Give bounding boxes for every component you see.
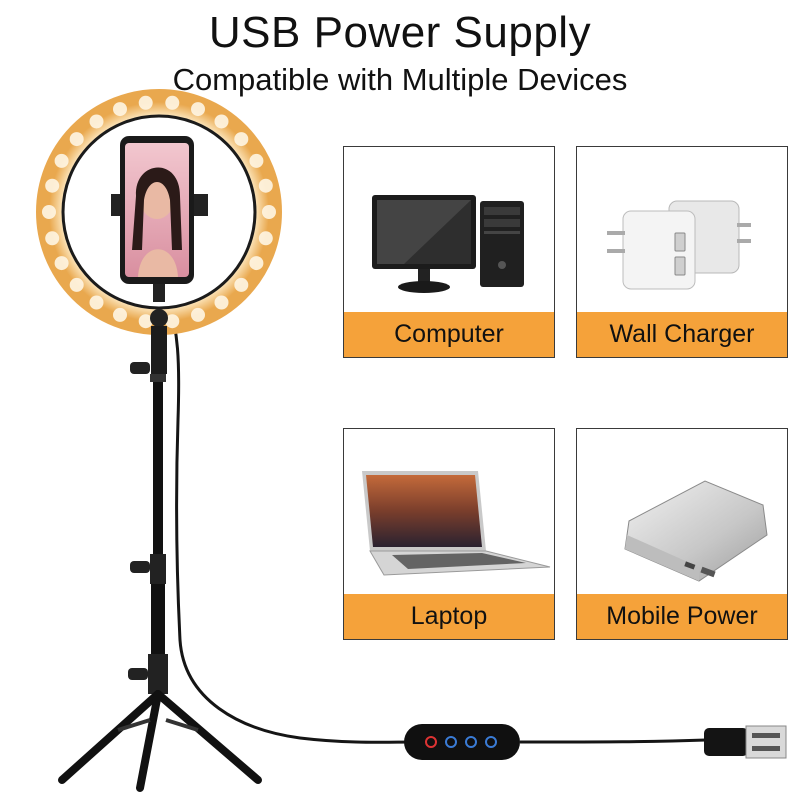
usb-plug-icon — [704, 725, 787, 759]
led-dot — [45, 231, 60, 246]
led-dot — [89, 114, 104, 129]
led-dot — [138, 95, 153, 110]
phone-holder — [111, 194, 208, 302]
page-title: USB Power Supply — [208, 8, 592, 57]
tripod-pole — [128, 374, 168, 694]
device-card-mobile-power: Mobile Power — [576, 428, 788, 640]
device-label-computer: Computer — [344, 312, 554, 357]
led-dot — [262, 205, 276, 219]
led-dot — [165, 314, 180, 329]
led-dot — [45, 178, 60, 193]
led-dot — [54, 256, 69, 271]
led-dot — [165, 95, 180, 110]
led-dot — [214, 295, 229, 310]
led-dot — [42, 205, 56, 219]
led-dot — [258, 231, 273, 246]
computer-icon — [372, 195, 524, 293]
led-dot — [113, 307, 127, 322]
led-dot — [234, 132, 249, 147]
device-label-mobile-power: Mobile Power — [577, 594, 787, 639]
led-dot — [54, 153, 69, 168]
led-dot — [234, 277, 249, 292]
led-dots — [42, 95, 276, 329]
tripod-braces — [117, 718, 199, 732]
led-dot — [69, 277, 84, 292]
laptop-icon — [362, 471, 551, 576]
device-card-wall-charger: Wall Charger — [576, 146, 788, 358]
led-dot — [89, 295, 104, 310]
usb-controller — [404, 724, 520, 760]
wall-charger-icon — [607, 200, 751, 290]
led-dot — [138, 314, 153, 329]
phone-icon — [120, 136, 194, 284]
led-dot — [258, 178, 273, 193]
device-card-laptop: Laptop — [343, 428, 555, 640]
page-subtitle: Compatible with Multiple Devices — [172, 62, 628, 97]
power-bank-icon — [624, 480, 768, 582]
led-dot — [69, 132, 84, 147]
stand-neck — [151, 326, 167, 374]
device-label-laptop: Laptop — [344, 594, 554, 639]
usb-cable-end — [519, 738, 707, 744]
led-dot — [191, 307, 205, 322]
led-dot — [214, 114, 229, 129]
device-card-computer: Computer — [343, 146, 555, 358]
ball-head — [150, 309, 168, 327]
knob — [130, 362, 150, 374]
led-dot — [191, 102, 205, 117]
usb-cable — [166, 299, 411, 744]
led-dot — [249, 256, 264, 271]
tripod-legs — [58, 690, 262, 792]
device-label-wall-charger: Wall Charger — [577, 312, 787, 357]
led-dot — [113, 102, 127, 117]
led-dot — [249, 153, 264, 168]
